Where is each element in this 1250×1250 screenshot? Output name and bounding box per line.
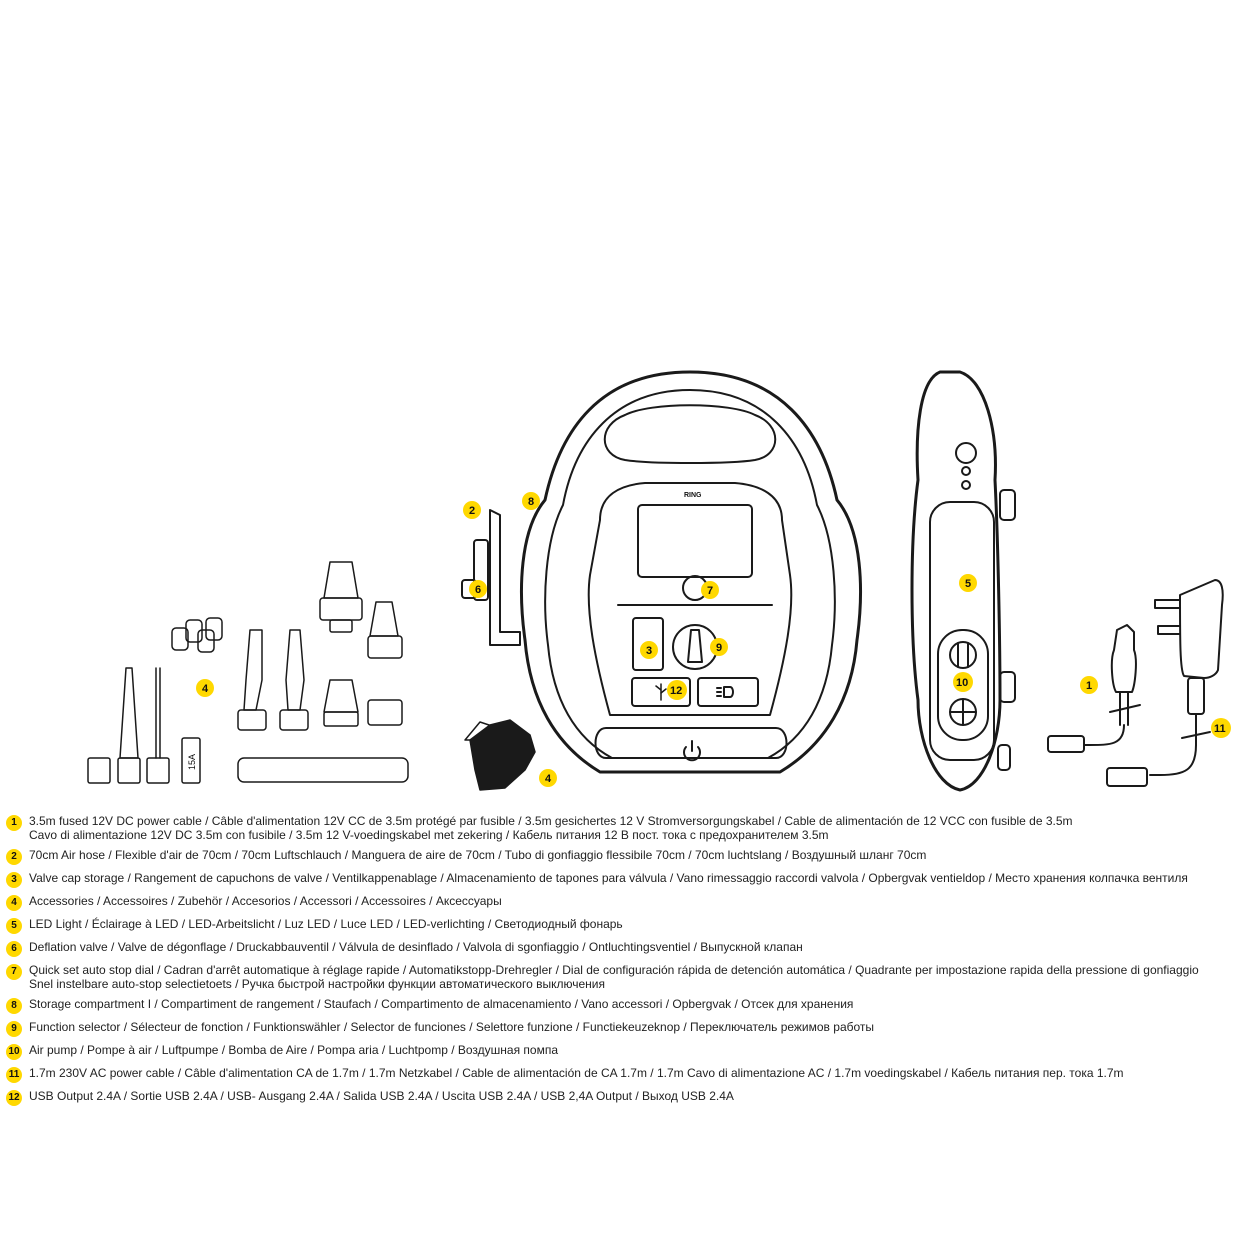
gloves bbox=[464, 719, 536, 791]
compressor-front-view: RING bbox=[520, 370, 862, 774]
usb-icon bbox=[655, 683, 667, 701]
front-panel bbox=[587, 482, 793, 716]
compressor-side-view bbox=[910, 370, 1016, 792]
callout-8: 8 bbox=[522, 492, 540, 510]
legend-number-badge: 9 bbox=[6, 1021, 22, 1037]
svg-text:1: 1 bbox=[1086, 680, 1092, 692]
svg-text:10: 10 bbox=[956, 677, 968, 689]
legend-description: Function selector / Sélecteur de fonctio… bbox=[29, 1020, 875, 1034]
hose-extension bbox=[237, 757, 409, 783]
svg-text:3: 3 bbox=[646, 645, 652, 657]
legend-row: 9 Function selector / Sélecteur de foncti… bbox=[6, 1020, 1246, 1037]
svg-text:12: 12 bbox=[670, 685, 682, 697]
carry-handle-opening bbox=[603, 404, 777, 464]
callout-6: 6 bbox=[469, 580, 487, 598]
legend-row: 4 Accessories / Accessoires / Zubehör / A… bbox=[6, 894, 1246, 911]
brand-logo: RING bbox=[684, 492, 702, 499]
legend-number-badge: 5 bbox=[6, 918, 22, 934]
callout-9: 9 bbox=[710, 638, 728, 656]
callout-7: 7 bbox=[701, 581, 719, 599]
legend-description: LED Light / Éclairage à LED / LED-Arbeit… bbox=[29, 917, 623, 931]
svg-text:6: 6 bbox=[475, 584, 481, 596]
inflator-needles bbox=[87, 667, 170, 784]
legend-row: 12 USB Output 2.4A / Sortie USB 2.4A / US… bbox=[6, 1089, 1246, 1106]
svg-text:4: 4 bbox=[545, 773, 552, 785]
hose-grip bbox=[473, 539, 489, 601]
parts-legend: 1 3.5m fused 12V DC power cable / Câble d… bbox=[6, 814, 1246, 1112]
legend-row: 5 LED Light / Éclairage à LED / LED-Arbei… bbox=[6, 917, 1246, 934]
legend-number-badge: 11 bbox=[6, 1067, 22, 1083]
dc-power-cable bbox=[1047, 624, 1141, 753]
svg-text:7: 7 bbox=[707, 585, 713, 597]
callout-badges: 1 2 3 4 4 5 6 7 8 9 10 11 12 bbox=[196, 492, 1231, 787]
legend-row: 10 Air pump / Pompe à air / Luftpumpe / B… bbox=[6, 1043, 1246, 1060]
pump-screw-top bbox=[949, 641, 977, 669]
function-selector-grip bbox=[687, 629, 703, 663]
legend-number-badge: 3 bbox=[6, 872, 22, 888]
legend-description: 70cm Air hose / Flexible d'air de 70cm /… bbox=[29, 848, 927, 862]
legend-row: 8 Storage compartment I / Compartiment de… bbox=[6, 997, 1246, 1014]
legend-row: 2 70cm Air hose / Flexible d'air de 70cm … bbox=[6, 848, 1246, 865]
accessories-group bbox=[87, 561, 536, 791]
legend-description: Air pump / Pompe à air / Luftpumpe / Bom… bbox=[29, 1043, 559, 1057]
legend-row: 3 Valve cap storage / Rangement de capuch… bbox=[6, 871, 1246, 888]
side-button-1[interactable] bbox=[955, 442, 977, 464]
side-button-3 bbox=[961, 480, 971, 490]
air-hose bbox=[461, 509, 521, 646]
legend-row: 7 Quick set auto stop dial / Cadran d'arr… bbox=[6, 963, 1246, 991]
callout-12: 12 bbox=[667, 680, 687, 700]
legend-number-badge: 8 bbox=[6, 998, 22, 1014]
legend-number-badge: 4 bbox=[6, 895, 22, 911]
svg-text:9: 9 bbox=[716, 642, 722, 654]
compressor-outer-shell bbox=[520, 370, 862, 774]
base-power-panel bbox=[594, 727, 788, 759]
legend-description: Storage compartment I / Compartiment de … bbox=[29, 997, 854, 1011]
legend-number-badge: 6 bbox=[6, 941, 22, 957]
side-button-2 bbox=[961, 466, 971, 476]
callout-4a: 4 bbox=[196, 679, 214, 697]
display-screen bbox=[637, 504, 753, 578]
legend-number-badge: 7 bbox=[6, 964, 22, 980]
fuse-label: 15A bbox=[187, 754, 197, 770]
valve-caps bbox=[171, 617, 223, 653]
svg-text:8: 8 bbox=[528, 496, 534, 508]
legend-description: Quick set auto stop dial / Cadran d'arrê… bbox=[29, 963, 1199, 991]
callout-4b: 4 bbox=[539, 769, 557, 787]
spare-fuse bbox=[181, 737, 201, 784]
legend-number-badge: 1 bbox=[6, 815, 22, 831]
svg-text:11: 11 bbox=[1214, 723, 1226, 735]
legend-description: Deflation valve / Valve de dégonflage / … bbox=[29, 940, 803, 954]
svg-text:5: 5 bbox=[965, 578, 971, 590]
power-icon[interactable] bbox=[683, 740, 701, 762]
legend-description: 3.5m fused 12V DC power cable / Câble d'… bbox=[29, 814, 1073, 842]
svg-text:4: 4 bbox=[202, 683, 209, 695]
legend-row: 6 Deflation valve / Valve de dégonflage /… bbox=[6, 940, 1246, 957]
legend-number-badge: 2 bbox=[6, 849, 22, 865]
headlight-icon bbox=[716, 686, 734, 698]
legend-description: USB Output 2.4A / Sortie USB 2.4A / USB-… bbox=[29, 1089, 734, 1103]
callout-11: 11 bbox=[1211, 718, 1231, 738]
side-led-panel bbox=[929, 501, 995, 761]
ac-power-cable bbox=[1106, 579, 1224, 787]
legend-number-badge: 12 bbox=[6, 1090, 22, 1106]
legend-row: 11 1.7m 230V AC power cable / Câble d'ali… bbox=[6, 1066, 1246, 1083]
product-illustration: RING bbox=[87, 370, 1231, 792]
legend-row: 1 3.5m fused 12V DC power cable / Câble d… bbox=[6, 814, 1246, 842]
svg-text:2: 2 bbox=[469, 505, 475, 517]
callout-5: 5 bbox=[959, 574, 977, 592]
callout-10: 10 bbox=[953, 672, 973, 692]
legend-description: Valve cap storage / Rangement de capucho… bbox=[29, 871, 1188, 885]
led-light-button[interactable] bbox=[697, 677, 759, 707]
cone-adaptors bbox=[237, 561, 403, 731]
air-pump-housing bbox=[937, 629, 989, 741]
usb-output-port[interactable] bbox=[631, 677, 691, 707]
valve-cap-storage[interactable] bbox=[632, 617, 664, 671]
callout-2: 2 bbox=[463, 501, 481, 519]
legend-description: 1.7m 230V AC power cable / Câble d'alime… bbox=[29, 1066, 1124, 1080]
callout-3: 3 bbox=[640, 641, 658, 659]
legend-number-badge: 10 bbox=[6, 1044, 22, 1060]
callout-1: 1 bbox=[1080, 676, 1098, 694]
legend-description: Accessories / Accessoires / Zubehör / Ac… bbox=[29, 894, 502, 908]
